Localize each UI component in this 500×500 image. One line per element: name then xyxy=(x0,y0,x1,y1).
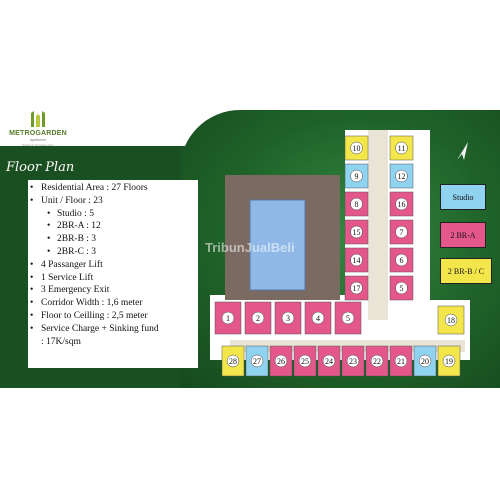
corridor-vertical xyxy=(368,130,388,320)
unit-number: 11 xyxy=(398,144,406,153)
unit-badge xyxy=(281,311,295,325)
unit-number: 4 xyxy=(316,314,320,323)
unit-number: 23 xyxy=(349,357,357,366)
unit-badge xyxy=(226,354,240,368)
left-units: 1 2 3 4 5 xyxy=(214,301,362,335)
spec-item: 2BR-A : 12 xyxy=(28,220,198,233)
unit-badge xyxy=(350,197,363,211)
unit-badge xyxy=(274,354,288,368)
unit-badge xyxy=(322,354,336,368)
spec-item: Corridor Width : 1,6 meter xyxy=(28,297,198,310)
unit-number: 16 xyxy=(398,200,406,209)
watermark: TribunJualBeli xyxy=(205,240,295,255)
unit-number: 10 xyxy=(353,144,361,153)
spec-item: 2BR-B : 3 xyxy=(28,233,198,246)
unit-number: 26 xyxy=(277,357,285,366)
unit-number: 20 xyxy=(421,357,429,366)
spec-item: : 17K/sqm xyxy=(41,336,81,347)
spec-item: 1 Service Lift xyxy=(28,272,198,285)
unit-number: 6 xyxy=(400,256,404,265)
unit-number: 25 xyxy=(301,357,309,366)
unit-badge xyxy=(350,281,363,295)
spec-item: Service Charge + Sinking fund xyxy=(28,323,198,336)
unit-number: 3 xyxy=(286,314,290,323)
logo-sub: apartment xyxy=(30,138,46,142)
tower-units: 10 11 9 12 8 16 15 7 14 6 17 5 xyxy=(344,135,414,301)
unit-badge xyxy=(346,354,360,368)
north-arrow-icon xyxy=(457,142,468,160)
legend-item: 2 BR-B / C xyxy=(440,258,492,284)
unit-number: 18 xyxy=(447,316,455,325)
unit-number: 17 xyxy=(353,284,361,293)
page-title: Floor Plan xyxy=(6,160,75,175)
unit-badge xyxy=(250,354,264,368)
spec-item: Studio : 5 xyxy=(28,208,198,221)
brand-logo: METROGARDEN apartment Strategic Tropical… xyxy=(8,110,68,150)
logo-tagline: Strategic Tropical Living xyxy=(22,143,54,147)
spec-item: Unit / Floor : 23 xyxy=(28,195,198,208)
unit-number: 7 xyxy=(400,228,404,237)
spec-item: Residential Area : 27 Floors xyxy=(28,182,198,195)
unit-number: 14 xyxy=(353,256,361,265)
legend-item: Studio xyxy=(440,184,486,210)
unit-number: 8 xyxy=(355,200,359,209)
unit-badge xyxy=(350,169,363,183)
unit-badge xyxy=(298,354,312,368)
unit-badge xyxy=(311,311,325,325)
unit-badge xyxy=(395,281,408,295)
unit-badge xyxy=(251,311,265,325)
unit-number: 2 xyxy=(256,314,260,323)
unit-number: 28 xyxy=(229,357,237,366)
unit-number: 5 xyxy=(400,284,404,293)
metrogarden-logo-icon xyxy=(31,111,45,127)
unit-badge xyxy=(370,354,384,368)
legend-item: 2 BR-A xyxy=(440,222,486,248)
specs-panel: Residential Area : 27 FloorsUnit / Floor… xyxy=(28,180,198,368)
unit-badge xyxy=(350,225,363,239)
unit-number: 5 xyxy=(346,314,350,323)
unit-badge xyxy=(395,197,408,211)
unit-badge xyxy=(394,354,408,368)
unit-number: 24 xyxy=(325,357,333,366)
unit-badge xyxy=(221,311,235,325)
spec-list: Residential Area : 27 FloorsUnit / Floor… xyxy=(28,180,198,348)
unit-block xyxy=(304,301,332,335)
unit-badge xyxy=(350,253,363,267)
unit-number: 1 xyxy=(226,314,230,323)
spec-item: 4 Passanger Lift xyxy=(28,259,198,272)
unit-badge xyxy=(444,313,458,327)
unit-number: 21 xyxy=(397,357,405,366)
unit-badge xyxy=(442,354,456,368)
unit-number: 9 xyxy=(355,172,359,181)
unit-badge xyxy=(341,311,355,325)
unit-number: 22 xyxy=(373,357,381,366)
spec-item: 2BR-C : 3 xyxy=(28,246,198,259)
unit-badge xyxy=(395,253,408,267)
swimming-pool xyxy=(249,199,306,291)
unit-badge xyxy=(350,141,363,155)
unit-badge xyxy=(395,169,408,183)
spec-item: Floor to Ceilling : 2,5 meter xyxy=(28,310,198,323)
unit-number: 19 xyxy=(445,357,453,366)
unit-number: 15 xyxy=(353,228,361,237)
unit-badge xyxy=(395,225,408,239)
logo-brand: METROGARDEN xyxy=(9,130,67,137)
unit-number: 12 xyxy=(398,172,406,181)
unit-number: 27 xyxy=(253,357,261,366)
spec-item: 3 Emergency Exit xyxy=(28,284,198,297)
unit-badge xyxy=(395,141,408,155)
unit-badge xyxy=(418,354,432,368)
